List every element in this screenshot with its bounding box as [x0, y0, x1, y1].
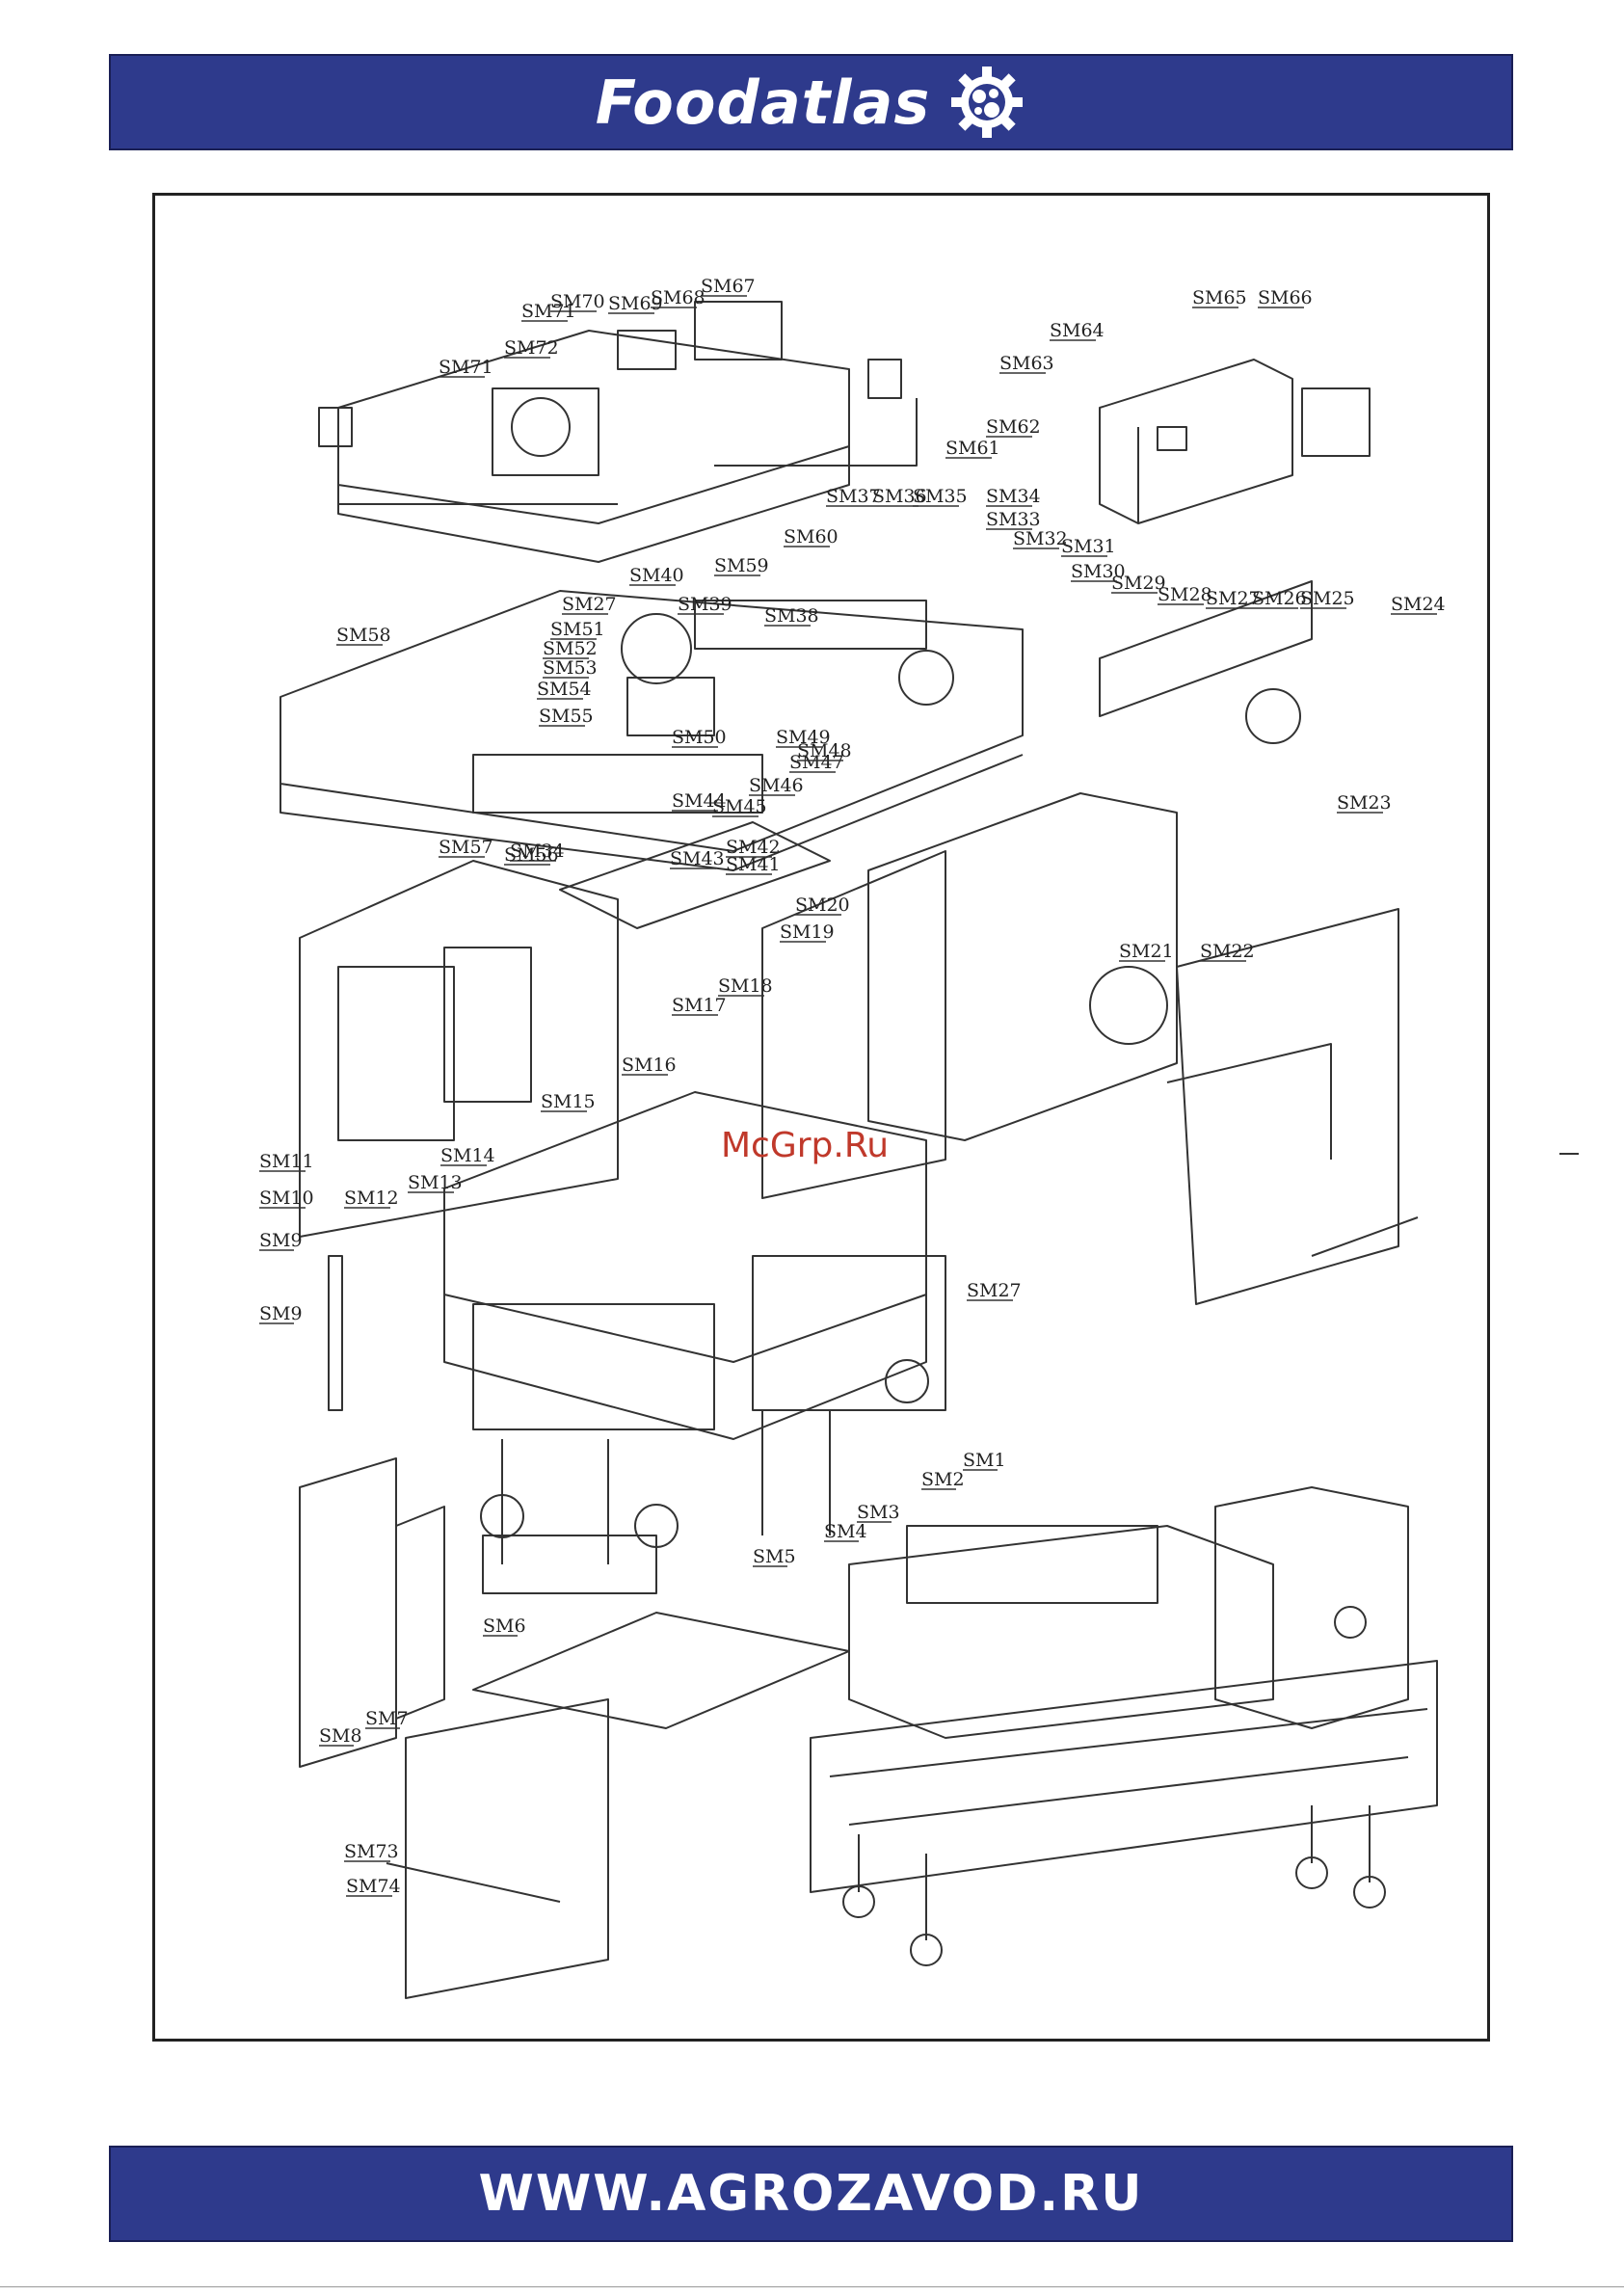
part-label-sm17: SM17	[672, 995, 727, 1016]
part-label-sm21: SM21	[1119, 941, 1174, 962]
part-label-sm60: SM60	[784, 526, 839, 547]
part-label-sm41: SM41	[726, 854, 781, 875]
part-label-sm30: SM30	[1071, 561, 1126, 582]
part-label-sm1: SM1	[963, 1450, 1006, 1471]
part-labels: SM1SM2SM3SM4SM5SM6SM7SM8SM9SM9SM10SM11SM…	[259, 276, 1446, 1897]
part-label-sm22: SM22	[1200, 941, 1255, 962]
part-label-sm12: SM12	[344, 1188, 399, 1209]
part-label-sm54: SM54	[537, 679, 592, 700]
part-label-sm34: SM34	[510, 841, 565, 862]
part-label-sm71: SM71	[521, 301, 576, 322]
part-label-sm67: SM67	[701, 276, 756, 297]
footer-band: WWW.AGROZAVOD.RU	[109, 2146, 1513, 2242]
part-label-sm25: SM25	[1300, 588, 1355, 609]
part-label-sm39: SM39	[678, 594, 732, 615]
part-label-sm15: SM15	[541, 1091, 596, 1112]
part-label-sm45: SM45	[712, 796, 767, 817]
part-label-sm58: SM58	[336, 625, 391, 646]
part-label-sm5: SM5	[753, 1546, 796, 1567]
part-label-sm14: SM14	[440, 1145, 495, 1166]
brand-logo: Foodatlas	[596, 63, 1027, 142]
part-label-sm27: SM27	[562, 594, 617, 615]
part-label-sm40: SM40	[629, 565, 684, 586]
part-label-sm69: SM69	[608, 293, 663, 314]
part-label-sm64: SM64	[1050, 320, 1105, 341]
part-label-sm10: SM10	[259, 1188, 314, 1209]
part-label-sm43: SM43	[670, 848, 725, 869]
part-label-sm72: SM72	[504, 337, 559, 359]
part-label-sm26: SM26	[1252, 588, 1307, 609]
watermark-text: McGrp.Ru	[721, 1126, 890, 1165]
part-label-sm35: SM35	[913, 486, 968, 507]
part-label-sm37: SM37	[826, 486, 881, 507]
part-label-sm23: SM23	[1337, 792, 1392, 814]
header-band: Foodatlas	[109, 54, 1513, 150]
part-label-sm74: SM74	[346, 1876, 401, 1897]
part-label-sm62: SM62	[986, 416, 1041, 438]
part-label-sm56: SM56	[504, 844, 559, 866]
part-label-sm55: SM55	[539, 706, 594, 727]
part-label-sm2: SM2	[921, 1469, 965, 1490]
part-label-sm29: SM29	[1111, 573, 1166, 594]
top-hood-assembly	[318, 301, 918, 563]
part-label-sm65: SM65	[1192, 287, 1247, 308]
middle-section	[299, 792, 1419, 1305]
part-label-sm6: SM6	[483, 1615, 526, 1637]
control-box	[1099, 359, 1371, 524]
part-label-sm18: SM18	[718, 975, 773, 997]
main-frame	[443, 1091, 946, 1594]
part-label-sm3: SM3	[857, 1502, 900, 1523]
part-label-sm9: SM9	[259, 1230, 303, 1251]
margin-mark	[1559, 1153, 1579, 1155]
part-label-sm57: SM57	[439, 837, 493, 858]
part-label-sm28: SM28	[1158, 584, 1212, 605]
part-label-sm7: SM7	[365, 1708, 409, 1729]
part-label-sm32: SM32	[1013, 528, 1068, 549]
part-label-sm63: SM63	[999, 353, 1054, 374]
part-label-sm16: SM16	[622, 1055, 677, 1076]
part-label-sm24: SM24	[1391, 594, 1446, 615]
part-label-sm42: SM42	[726, 837, 781, 858]
part-label-sm38: SM38	[764, 605, 819, 627]
part-label-sm27: SM27	[1206, 588, 1261, 609]
part-label-sm33: SM33	[986, 509, 1041, 530]
part-label-sm51: SM51	[550, 619, 605, 640]
upper-conveyor	[280, 580, 1313, 871]
gear-icon	[951, 67, 1024, 138]
part-label-sm68: SM68	[651, 287, 706, 308]
assembled-machine	[810, 1486, 1438, 1966]
part-label-sm47: SM47	[789, 752, 844, 773]
part-label-sm48: SM48	[797, 740, 852, 761]
exploded-parts-diagram: SM1SM2SM3SM4SM5SM6SM7SM8SM9SM9SM10SM11SM…	[259, 276, 1446, 1999]
part-label-sm61: SM61	[945, 438, 1000, 459]
part-label-sm66: SM66	[1258, 287, 1313, 308]
part-label-sm44: SM44	[672, 790, 727, 812]
part-label-sm11: SM11	[259, 1151, 314, 1172]
part-label-sm53: SM53	[543, 657, 598, 679]
part-label-sm36: SM36	[872, 486, 927, 507]
part-label-sm46: SM46	[749, 775, 804, 796]
page-edge-line	[0, 2286, 1624, 2287]
part-label-sm73: SM73	[344, 1841, 399, 1862]
part-label-sm4: SM4	[824, 1521, 867, 1542]
part-label-sm8: SM8	[319, 1725, 362, 1747]
part-label-sm59: SM59	[714, 555, 769, 576]
part-label-sm19: SM19	[780, 921, 835, 943]
part-label-sm27: SM27	[967, 1280, 1022, 1301]
part-label-sm31: SM31	[1061, 536, 1116, 557]
part-label-sm71: SM71	[439, 357, 493, 378]
part-label-sm9: SM9	[259, 1303, 303, 1324]
part-label-sm34: SM34	[986, 486, 1041, 507]
part-label-sm70: SM70	[550, 291, 605, 312]
part-label-sm52: SM52	[543, 638, 598, 659]
part-label-sm50: SM50	[672, 727, 727, 748]
footer-url[interactable]: WWW.AGROZAVOD.RU	[478, 2165, 1144, 2223]
part-label-sm13: SM13	[408, 1172, 463, 1193]
brand-name: Foodatlas	[595, 67, 931, 138]
part-label-sm20: SM20	[795, 894, 850, 916]
part-label-sm49: SM49	[776, 727, 831, 748]
